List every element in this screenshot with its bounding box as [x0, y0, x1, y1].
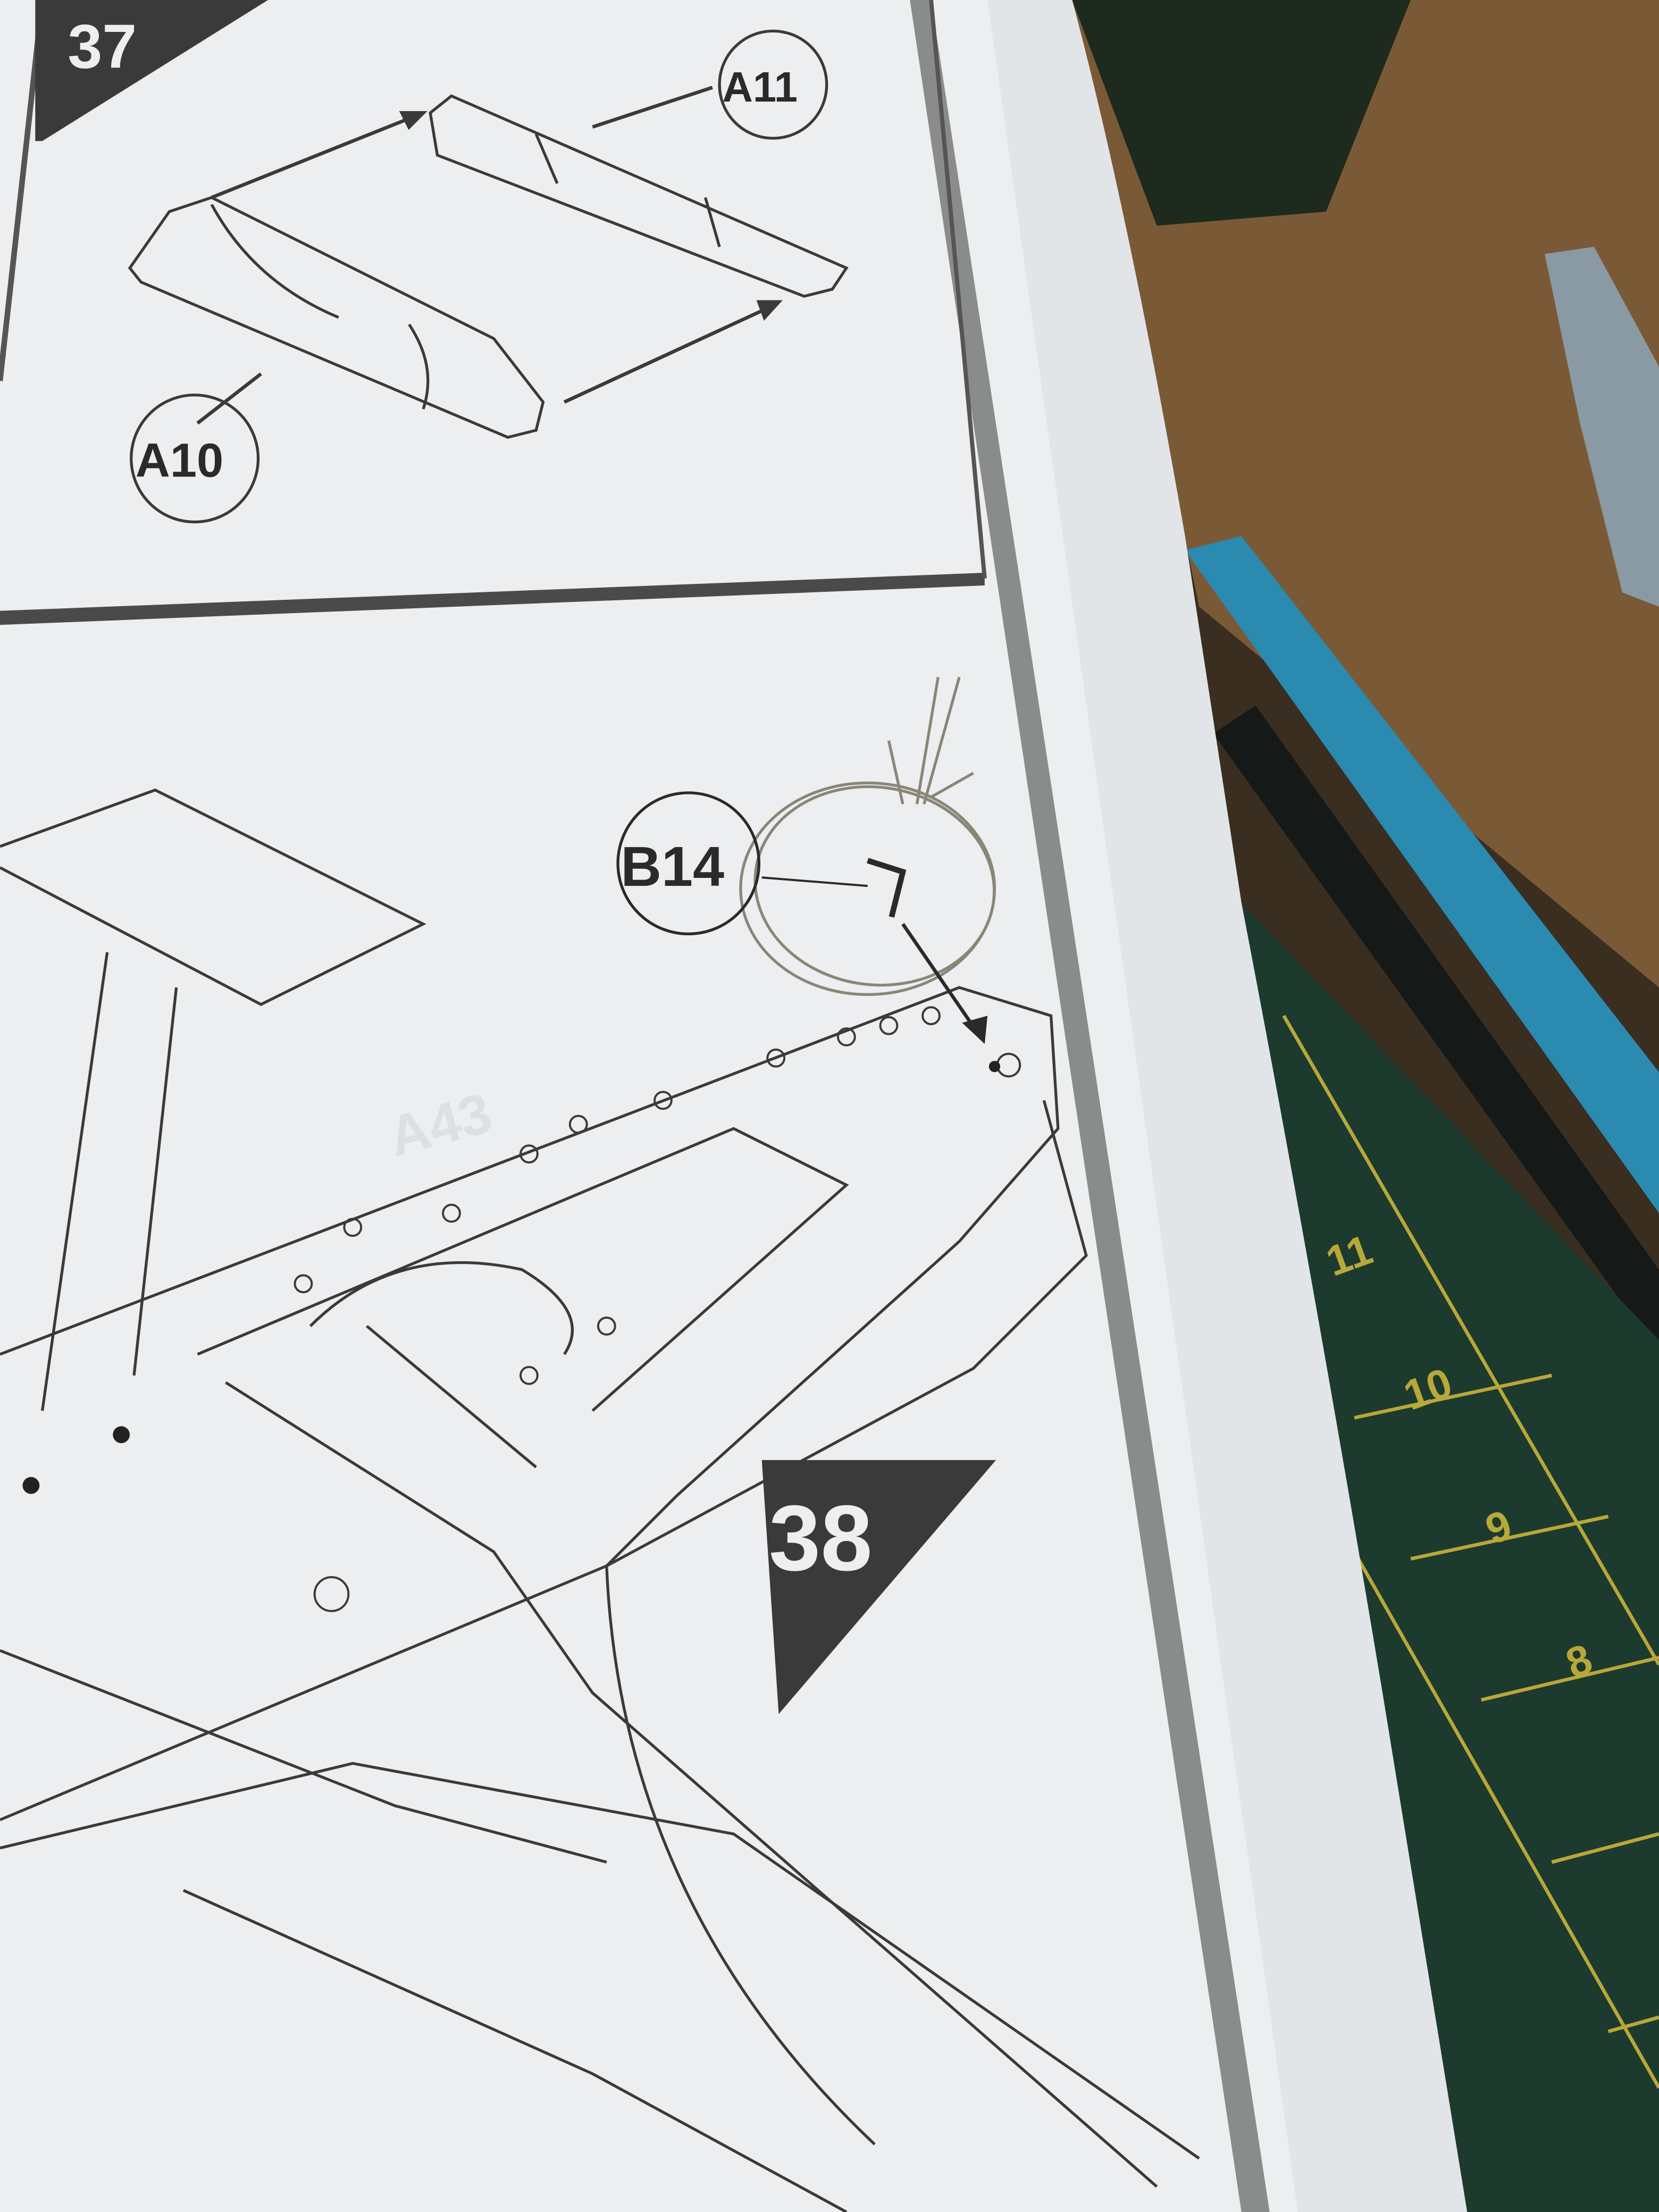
callout-A10-label: A10: [136, 434, 223, 488]
part-B14-arrow: [901, 923, 982, 1038]
step-37-badge: [35, 0, 269, 141]
mat-grid-lines: [1282, 1015, 1659, 2089]
wing-rivet-details: [294, 1006, 1021, 1612]
arrow-head: [962, 1016, 988, 1044]
step-38-badge: [761, 1460, 996, 1714]
blue-metal-rail: [1185, 536, 1659, 1213]
dark-rail-edge: [1213, 705, 1659, 1354]
frame-border-vertical: [910, 0, 1270, 2212]
step-37-parts-drawing: [128, 94, 849, 439]
wooden-surface: [1072, 0, 1659, 988]
step-38-number: 38: [769, 1486, 873, 1590]
plastic-sprue: [1545, 247, 1659, 607]
attachment-points: [22, 1061, 1001, 1494]
paper-edge-shade: [987, 0, 1468, 2212]
step-37-arrows: [196, 86, 783, 425]
callout-B14-label: B14: [621, 835, 724, 898]
step-38-wing-drawing: [0, 788, 1200, 2212]
dark-shadow-area: [1072, 0, 1411, 226]
callout-A11: A11: [718, 29, 828, 140]
callout-A11-label: A11: [722, 63, 798, 111]
step-37-right-border: [929, 0, 987, 579]
cutting-mat: [1241, 902, 1659, 2212]
callout-B14: B14: [616, 791, 760, 935]
pencil-mark-circle: [739, 676, 996, 996]
callout-B14-leader: [761, 876, 868, 887]
part-B14-drawing: [867, 858, 907, 918]
callout-A10: A10: [130, 393, 260, 524]
step-37-number: 37: [68, 11, 137, 81]
step-divider-line: [0, 573, 985, 625]
